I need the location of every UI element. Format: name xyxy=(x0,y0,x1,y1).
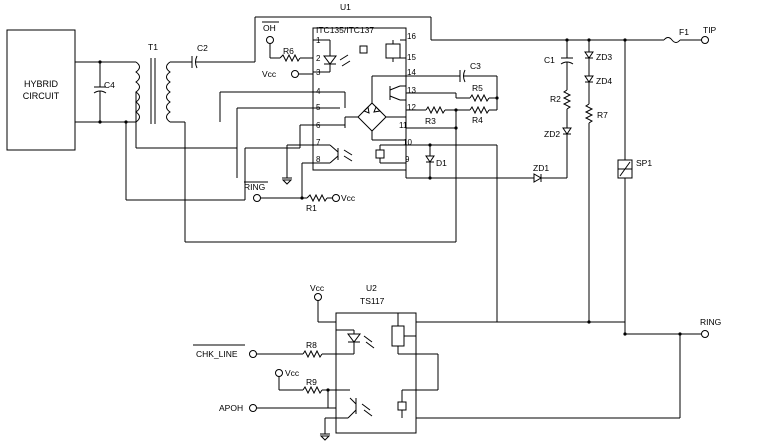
c4-network xyxy=(75,60,136,124)
u1-pin-2: 2 xyxy=(316,54,321,63)
tip-terminal[interactable] xyxy=(701,36,709,44)
vcc-r9-terminal[interactable] xyxy=(275,369,283,377)
ring-in-terminal[interactable] xyxy=(253,194,261,202)
vcc-r1-label: Vcc xyxy=(341,193,356,203)
u1-ref: U1 xyxy=(340,2,351,12)
u1-pin-16: 16 xyxy=(407,32,416,41)
r1-label: R1 xyxy=(306,203,317,213)
surge-protector-sp1 xyxy=(617,159,633,179)
oh-label: OH xyxy=(263,23,276,33)
ring-in-label: RING xyxy=(244,182,265,192)
capacitor-c3 xyxy=(459,69,466,83)
ground-u1-icon xyxy=(281,179,293,185)
u1-internals xyxy=(313,39,406,164)
chk-line-label: CHK_LINE xyxy=(196,349,238,359)
u2-part: TS117 xyxy=(360,296,385,306)
hybrid-circuit-block xyxy=(6,29,76,151)
resistor-r4 xyxy=(469,105,490,115)
d1-label: D1 xyxy=(436,158,447,168)
diode-d1 xyxy=(425,155,435,163)
resistor-r2 xyxy=(562,89,572,110)
u1-part: ITC135/ITC137 xyxy=(316,25,374,35)
r5-label: R5 xyxy=(472,83,483,93)
resistor-r3 xyxy=(425,105,446,115)
ground-u2-icon xyxy=(319,435,331,441)
vcc-r9-label: Vcc xyxy=(285,368,300,378)
vcc-u2-label: Vcc xyxy=(310,283,325,293)
u1-block xyxy=(312,27,407,171)
resistor-r5 xyxy=(469,93,490,103)
r4-label: R4 xyxy=(472,115,483,125)
f1-label: F1 xyxy=(679,27,689,37)
u1-pin-9: 9 xyxy=(405,155,410,164)
u2-ref: U2 xyxy=(366,283,377,293)
zd3-label: ZD3 xyxy=(596,52,612,62)
chk-line-terminal[interactable] xyxy=(249,350,257,358)
r3-label: R3 xyxy=(425,116,436,126)
c4-label: C4 xyxy=(104,80,115,90)
hybrid-label-line1: HYBRID xyxy=(24,79,59,89)
hybrid-label-line2: CIRCUIT xyxy=(23,91,60,101)
oh-terminal[interactable] xyxy=(266,36,274,44)
ring-out-terminal[interactable] xyxy=(701,330,709,338)
vcc-r1-terminal[interactable] xyxy=(332,194,340,202)
tip-label: TIP xyxy=(703,25,717,35)
fuse-f1 xyxy=(663,37,681,43)
zd4-label: ZD4 xyxy=(596,76,612,86)
u1-pin-15: 15 xyxy=(407,53,416,62)
r2-label: R2 xyxy=(550,94,561,104)
u2-internals xyxy=(336,313,416,419)
c3-label: C3 xyxy=(470,61,481,71)
resistor-r7 xyxy=(584,103,594,124)
transformer-t1 xyxy=(135,58,171,124)
u1-pin-12: 12 xyxy=(407,103,416,112)
u2-block xyxy=(335,312,417,434)
vcc-u1-label: Vcc xyxy=(262,69,277,79)
sp1-label: SP1 xyxy=(636,158,652,168)
u1-pin-13: 13 xyxy=(407,86,416,95)
vcc-u2-terminal[interactable] xyxy=(314,293,322,301)
u1-pin-8: 8 xyxy=(316,155,321,164)
apoh-terminal[interactable] xyxy=(249,404,257,412)
zener-zd1 xyxy=(533,173,543,183)
vcc-u1-terminal[interactable] xyxy=(291,70,299,78)
u1-pin-14: 14 xyxy=(407,68,416,77)
c2-label: C2 xyxy=(197,43,208,53)
resistor-r9 xyxy=(302,385,323,395)
zd2-label: ZD2 xyxy=(544,129,560,139)
zener-zd4 xyxy=(584,75,594,83)
apoh-label: APOH xyxy=(219,403,243,413)
u1-pin-7: 7 xyxy=(316,138,321,147)
r6-label: R6 xyxy=(283,46,294,56)
c1-label: C1 xyxy=(544,55,555,65)
r8-label: R8 xyxy=(306,340,317,350)
t1-label: T1 xyxy=(148,42,158,52)
zd1-label: ZD1 xyxy=(533,163,549,173)
resistor-r6 xyxy=(279,53,301,63)
zener-zd3 xyxy=(584,51,594,59)
resistor-r1 xyxy=(306,193,328,203)
u1-pin-11: 11 xyxy=(399,121,408,130)
r7-label: R7 xyxy=(597,110,608,120)
ring-out-label: RING xyxy=(700,317,721,327)
resistor-r8 xyxy=(302,349,323,359)
r9-label: R9 xyxy=(306,377,317,387)
capacitor-c2 xyxy=(191,55,245,69)
zener-zd2 xyxy=(562,127,572,135)
u1-pin-10: 10 xyxy=(403,138,412,147)
